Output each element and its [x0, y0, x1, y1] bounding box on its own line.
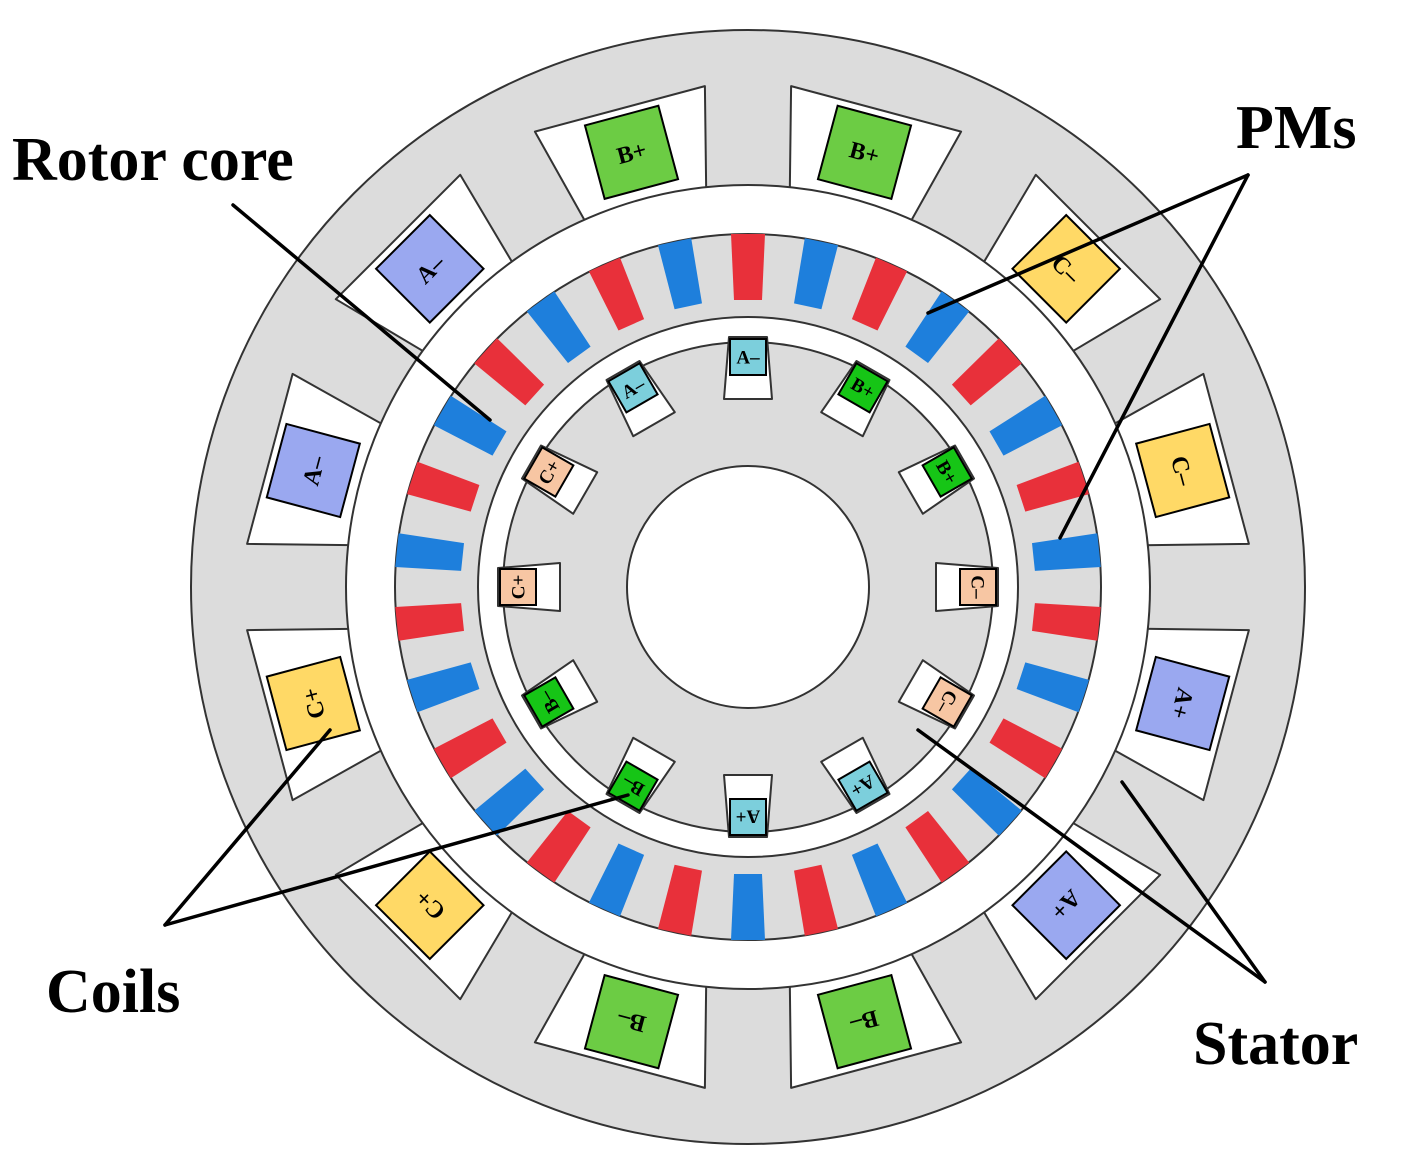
leader-lines [163, 173, 1267, 984]
permanent-magnet [1016, 461, 1089, 512]
outer-coil: A– [374, 213, 485, 324]
permanent-magnet [905, 291, 970, 363]
permanent-magnet [989, 718, 1063, 779]
inner-coil-label: A– [736, 348, 760, 369]
inner-coil-body [522, 446, 575, 498]
machine-cross-section: B+B+C–C–A+A+B–B–C+C+A–A–A–B+B+C–C–A+A+B–… [190, 29, 1306, 1145]
permanent-magnet [433, 395, 507, 456]
inner-coil: B+ [837, 361, 889, 414]
inner-coil: A– [607, 361, 659, 414]
rotor-core-label: Rotor core [12, 126, 294, 194]
inner-coil: B– [522, 676, 575, 728]
outer-coil-body [583, 104, 680, 201]
permanent-magnet [731, 874, 765, 940]
permanent-magnet [851, 257, 908, 331]
outer-coil: B+ [583, 104, 680, 201]
permanent-magnet [395, 533, 464, 571]
inner-coil-label: A+ [736, 805, 761, 826]
outer-coil: C– [1134, 422, 1231, 519]
outer-coil-body [1011, 850, 1122, 961]
outer-coil-body [1134, 655, 1231, 752]
permanent-magnet [658, 238, 702, 310]
callout-labels: Rotor core PMs Coils Stator [12, 94, 1358, 1078]
inner-coil-body [837, 760, 889, 813]
outer-coil-body [374, 850, 485, 961]
outer-coil: B– [816, 973, 913, 1070]
shaft-bore [626, 465, 870, 709]
permanent-magnet [794, 238, 838, 310]
inner-coil: C– [921, 676, 974, 728]
permanent-magnet [731, 234, 765, 300]
outer-coil-body [265, 422, 362, 519]
permanent-magnet [474, 768, 545, 836]
inner-coil-body [959, 568, 997, 606]
inner-coil-body [729, 798, 767, 836]
inner-coil-body [921, 676, 974, 728]
pms-leader-upper [926, 173, 1250, 315]
coils-label: Coils [46, 958, 180, 1026]
permanent-magnet [1032, 603, 1101, 641]
permanent-magnet [794, 864, 838, 936]
inner-coil: C+ [499, 568, 537, 606]
permanent-magnet [588, 257, 645, 331]
inner-coil: B+ [921, 446, 974, 498]
stator-label: Stator [1193, 1010, 1358, 1078]
permanent-magnet [526, 811, 591, 883]
inner-coil-body [499, 568, 537, 606]
inner-coil-body [729, 338, 767, 376]
permanent-magnet [395, 603, 464, 641]
inner-coil-label: C+ [509, 575, 530, 600]
coils-leader-inner [163, 793, 630, 927]
outer-coil: B– [583, 973, 680, 1070]
inner-coil-body [607, 361, 659, 414]
stator-leader-outer [1120, 780, 1267, 984]
outer-coil-body [1134, 422, 1231, 519]
outer-coil-body [816, 973, 913, 1070]
outer-coil-body [816, 104, 913, 201]
stator-leader-inner [916, 728, 1267, 984]
inner-coil-label: C– [966, 575, 987, 599]
inner-coil: A+ [729, 798, 767, 836]
outer-coil: A+ [1134, 655, 1231, 752]
outer-coil: A+ [1011, 850, 1122, 961]
permanent-magnet [407, 662, 480, 713]
rotor-core-leader [231, 203, 492, 422]
permanent-magnet [407, 461, 480, 512]
outer-coil: B+ [816, 104, 913, 201]
coils-leader-outer [163, 728, 332, 927]
outer-coil: C+ [265, 655, 362, 752]
inner-coil: A– [729, 338, 767, 376]
permanent-magnet [588, 843, 645, 917]
permanent-magnet [951, 338, 1022, 406]
inner-coil: C– [959, 568, 997, 606]
pms-leader-lower [1058, 173, 1250, 540]
inner-coil-body [522, 676, 575, 728]
pms-label: PMs [1236, 94, 1357, 162]
outer-coil-body [374, 213, 485, 324]
permanent-magnet [951, 768, 1022, 836]
permanent-magnet [474, 338, 545, 406]
permanent-magnet [1032, 533, 1101, 571]
permanent-magnet [1016, 662, 1089, 713]
permanent-magnet [526, 291, 591, 363]
outer-coil: C+ [374, 850, 485, 961]
permanent-magnet [851, 843, 908, 917]
outer-coil-body [583, 973, 680, 1070]
permanent-magnet [905, 811, 970, 883]
inner-coil-body [837, 361, 889, 414]
outer-coil: A– [265, 422, 362, 519]
permanent-magnet [433, 718, 507, 779]
permanent-magnet [989, 395, 1063, 456]
permanent-magnet [658, 864, 702, 936]
inner-coil: C+ [522, 446, 575, 498]
inner-coil: A+ [837, 760, 889, 813]
inner-coil-body [921, 446, 974, 498]
